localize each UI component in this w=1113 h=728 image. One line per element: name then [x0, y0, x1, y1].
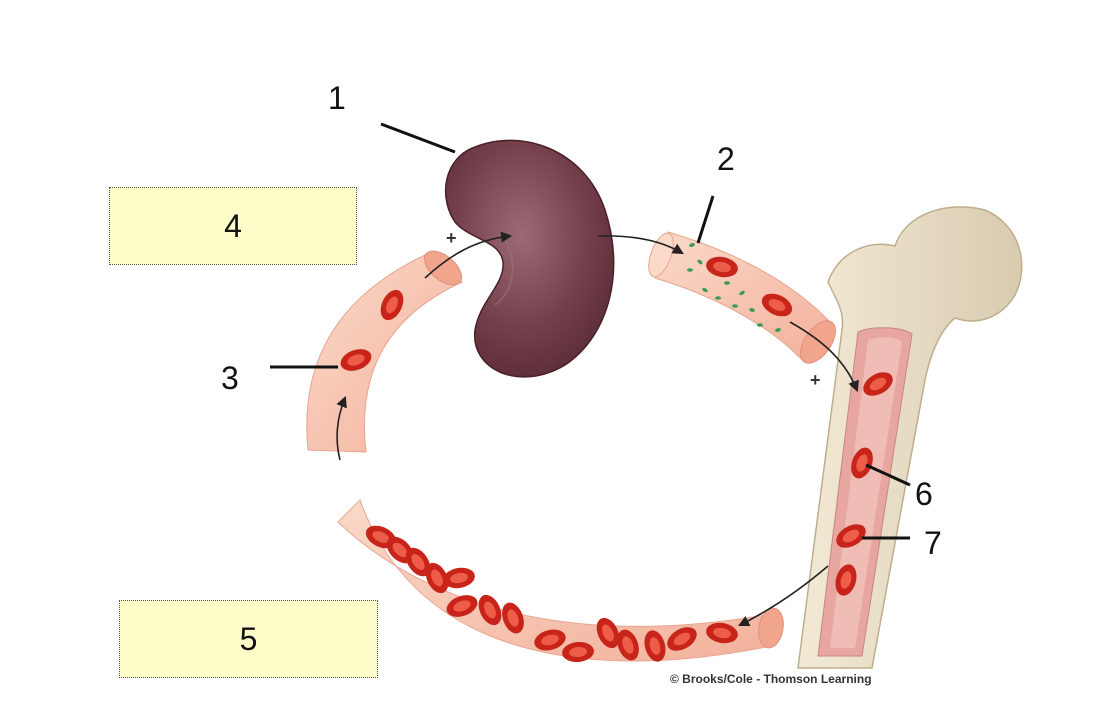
answer-box-4-label: 4 — [224, 207, 242, 244]
upper-right-blood-vessel — [648, 231, 836, 364]
left-blood-vessel — [306, 250, 463, 453]
answer-box-5[interactable]: 5 — [119, 600, 378, 678]
label-1: 1 — [328, 80, 346, 116]
plus-sign-stimulus-left: + — [446, 228, 457, 248]
label-6: 6 — [915, 476, 933, 512]
leader-line-6 — [865, 463, 911, 487]
arrow-up-left-vessel — [336, 395, 347, 461]
arrow-kidney-to-vessel — [597, 235, 684, 255]
flow-arrows — [336, 231, 859, 627]
answer-box-5-label: 5 — [239, 620, 258, 657]
erythropoietin-dots — [687, 243, 781, 332]
label-7: 7 — [924, 525, 942, 561]
arrow-marrow-to-bottom-vessel — [737, 565, 829, 627]
bottom-blood-vessel — [337, 499, 784, 662]
label-2: 2 — [717, 141, 735, 177]
arrow-vessel-to-kidney — [424, 231, 513, 279]
leader-line-2 — [696, 195, 715, 244]
kidney — [444, 139, 615, 378]
copyright-credit: © Brooks/Cole - Thomson Learning — [670, 672, 872, 686]
arrow-vessel-to-marrow — [789, 321, 859, 393]
answer-box-4[interactable]: 4 — [109, 187, 357, 265]
leader-lines — [270, 122, 911, 540]
leader-line-1 — [380, 122, 456, 154]
label-3: 3 — [221, 360, 239, 396]
plus-sign-stimulus-right: + — [810, 370, 821, 390]
bone-femur — [797, 206, 1023, 669]
